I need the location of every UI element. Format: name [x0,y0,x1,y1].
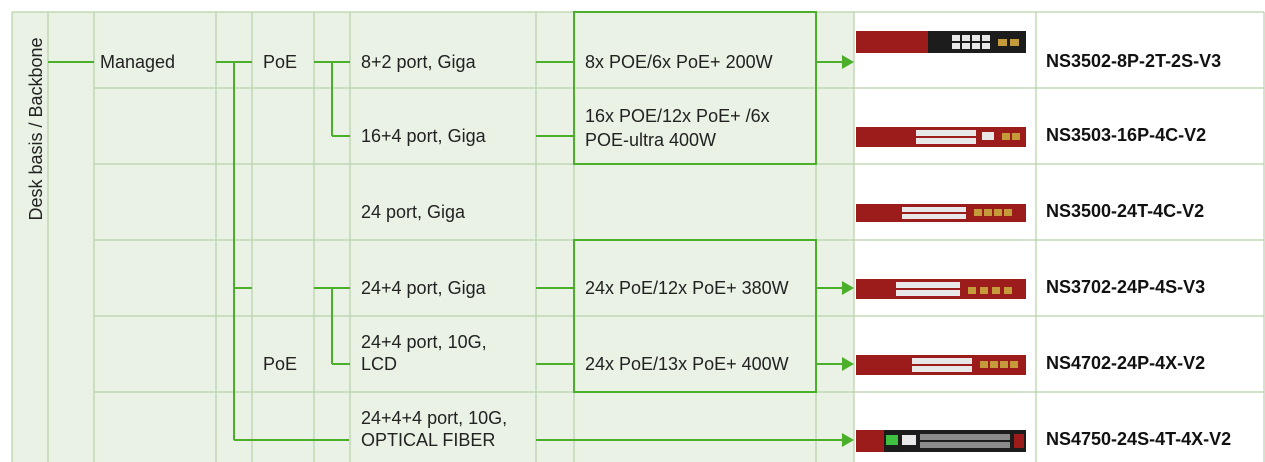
switch-image [856,127,1026,147]
model-name: NS4702-24P-4X-V2 [1046,353,1206,373]
arrow-head-4 [842,433,854,447]
port-desc: 24+4 port, 10G, LCD [361,332,487,374]
poe-budget: 24x PoE/12x PoE+ 380W [585,278,789,298]
port-desc: 24+4 port, Giga [361,278,486,298]
managed-col [94,12,216,462]
poe-label-1: PoE [263,52,298,72]
ports-col [350,12,536,462]
arrow-head-2 [842,281,854,295]
port-desc: 24+4+4 port, 10G, OPTICAL FIBER [361,408,508,450]
poe-budget: 24x PoE/13x PoE+ 400W [585,354,789,374]
arrow-head-3 [842,357,854,371]
poe-budget: 16x POE/12x PoE+ /6x POE-ultra 400W [585,106,770,150]
switch-image [856,204,1026,222]
switch-image [856,430,1026,452]
connector-col-1 [48,12,94,462]
switch-image [856,31,1026,53]
model-name: NS4750-24S-4T-4X-V2 [1046,429,1232,449]
model-name: NS3500-24T-4C-V2 [1046,201,1205,221]
poe-budget: 8x POE/6x PoE+ 200W [585,52,773,72]
poe-label-2: PoE [263,354,298,374]
switch-image [856,279,1026,299]
model-name: NS3702-24P-4S-V3 [1046,277,1206,297]
side-label-cell [12,12,48,462]
model-name: NS3502-8P-2T-2S-V3 [1046,51,1222,71]
switch-image [856,355,1026,375]
poe-col [252,12,314,462]
budget-col [574,12,816,462]
port-desc: 16+4 port, Giga [361,126,486,146]
budget-box-1 [573,11,817,165]
model-name: NS3503-16P-4C-V2 [1046,125,1207,145]
managed-label: Managed [100,52,176,72]
side-label: Desk basis / Backbone [26,37,46,221]
arrow-head-1 [842,55,854,69]
connector-col-4 [536,12,574,462]
port-desc: 24 port, Giga [361,202,466,222]
connector-col-5 [816,12,854,462]
budget-box-2 [573,239,817,393]
port-desc: 8+2 port, Giga [361,52,476,72]
